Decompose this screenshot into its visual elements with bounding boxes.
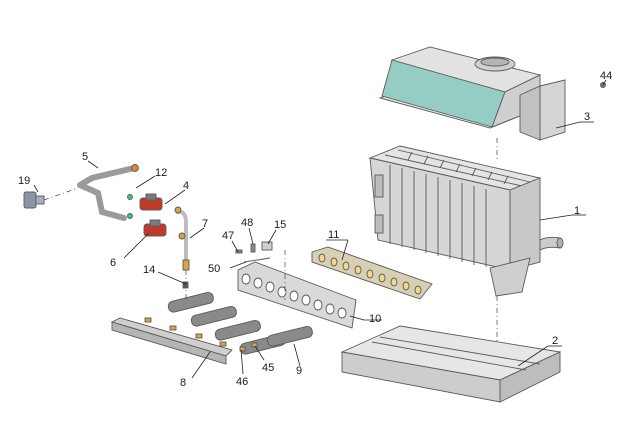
fins [384,149,531,187]
part-manifold [110,317,233,365]
label-part-14: 14 [143,264,155,276]
label-part-1: 1 [574,205,580,217]
label-part-4: 4 [183,180,189,192]
label-part-2: 2 [552,335,558,347]
part-gas-valve [23,191,45,209]
base-slots [371,336,541,371]
label-part-48: 48 [241,217,253,229]
label-part-19: 19 [18,175,30,187]
part-burners [167,291,313,355]
part-gas-pipe [77,164,139,221]
front-ribs [389,165,487,267]
leader-lines [33,79,607,379]
part-burner-plate [237,261,357,329]
label-part-47: 47 [222,230,234,242]
plate-holes [241,273,347,319]
label-part-45: 45 [262,362,274,374]
panel-holes [318,253,422,295]
part-base [340,325,562,403]
label-part-12: 12 [155,167,167,179]
part-hood [378,46,566,141]
part-heat-exchanger [368,145,564,297]
part-valve-6 [143,219,186,240]
label-part-5: 5 [82,151,88,163]
part-pilot-tube [175,209,190,271]
part-olives [127,194,133,219]
label-part-9: 9 [296,365,302,377]
label-part-7: 7 [202,218,208,230]
part-hardware [182,82,606,289]
label-part-10: 10 [369,313,381,325]
part-injectors [144,317,258,352]
label-part-11: 11 [328,229,339,241]
axis-valve [43,187,79,201]
label-part-6: 6 [110,257,116,269]
label-part-3: 3 [584,111,590,123]
part-labels: 1 2 3 4 5 6 7 8 9 10 11 12 14 15 19 44 4… [18,70,612,389]
label-part-46: 46 [236,376,248,388]
label-part-15: 15 [274,219,286,231]
label-part-44: 44 [600,70,612,82]
label-part-8: 8 [180,377,186,389]
label-part-50: 50 [208,263,220,275]
part-valve-4 [139,193,182,214]
